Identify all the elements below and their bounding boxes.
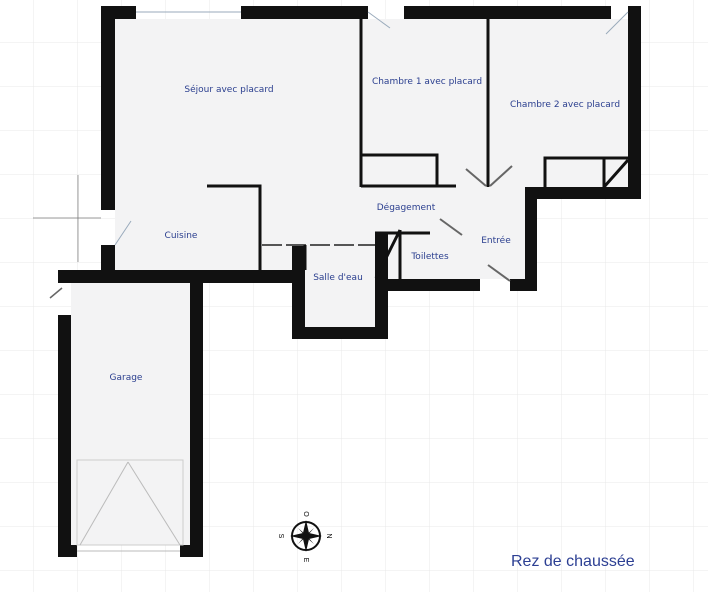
walls <box>58 6 641 557</box>
room-label-entree: Entrée <box>481 235 511 246</box>
doors <box>49 11 629 552</box>
compass-rose-icon: O N S E <box>277 511 332 562</box>
room-label-sejour: Séjour avec placard <box>184 84 273 95</box>
floors <box>71 19 628 545</box>
room-label-garage: Garage <box>110 373 143 383</box>
room-label-cuisine: Cuisine <box>165 231 198 241</box>
room-label-degagement: Dégagement <box>377 202 436 213</box>
room-label-chambre1: Chambre 1 avec placard <box>372 77 482 87</box>
room-label-chambre2: Chambre 2 avec placard <box>510 100 620 110</box>
room-label-toilettes: Toilettes <box>410 252 449 262</box>
compass-label-top: O <box>302 511 309 517</box>
room-label-salle-eau: Salle d'eau <box>313 273 363 283</box>
plan-title: Rez de chaussée <box>511 553 635 570</box>
partitions <box>207 19 630 279</box>
compass-label-right: N <box>325 533 332 538</box>
compass-label-left: S <box>277 534 284 539</box>
compass-label-bottom: E <box>302 558 309 563</box>
